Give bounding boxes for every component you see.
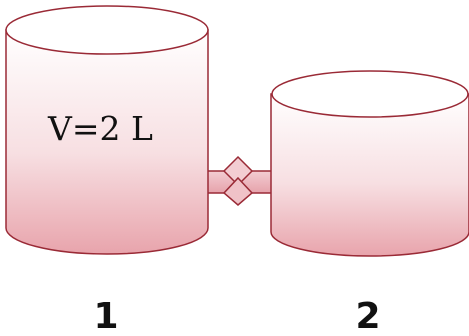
vessel-2 bbox=[270, 70, 469, 257]
vessel-2-number: 2 bbox=[355, 296, 380, 336]
vessel-2-body bbox=[270, 93, 469, 257]
vessel-1-body bbox=[5, 29, 209, 255]
connecting-tube bbox=[204, 155, 278, 206]
vessel-2-top bbox=[271, 70, 469, 118]
volume-label: V=2 L bbox=[47, 109, 153, 148]
vessel-1-number: 1 bbox=[93, 296, 118, 336]
vessel-1-top bbox=[5, 5, 209, 55]
vessel-1: V=2 L bbox=[5, 5, 209, 255]
